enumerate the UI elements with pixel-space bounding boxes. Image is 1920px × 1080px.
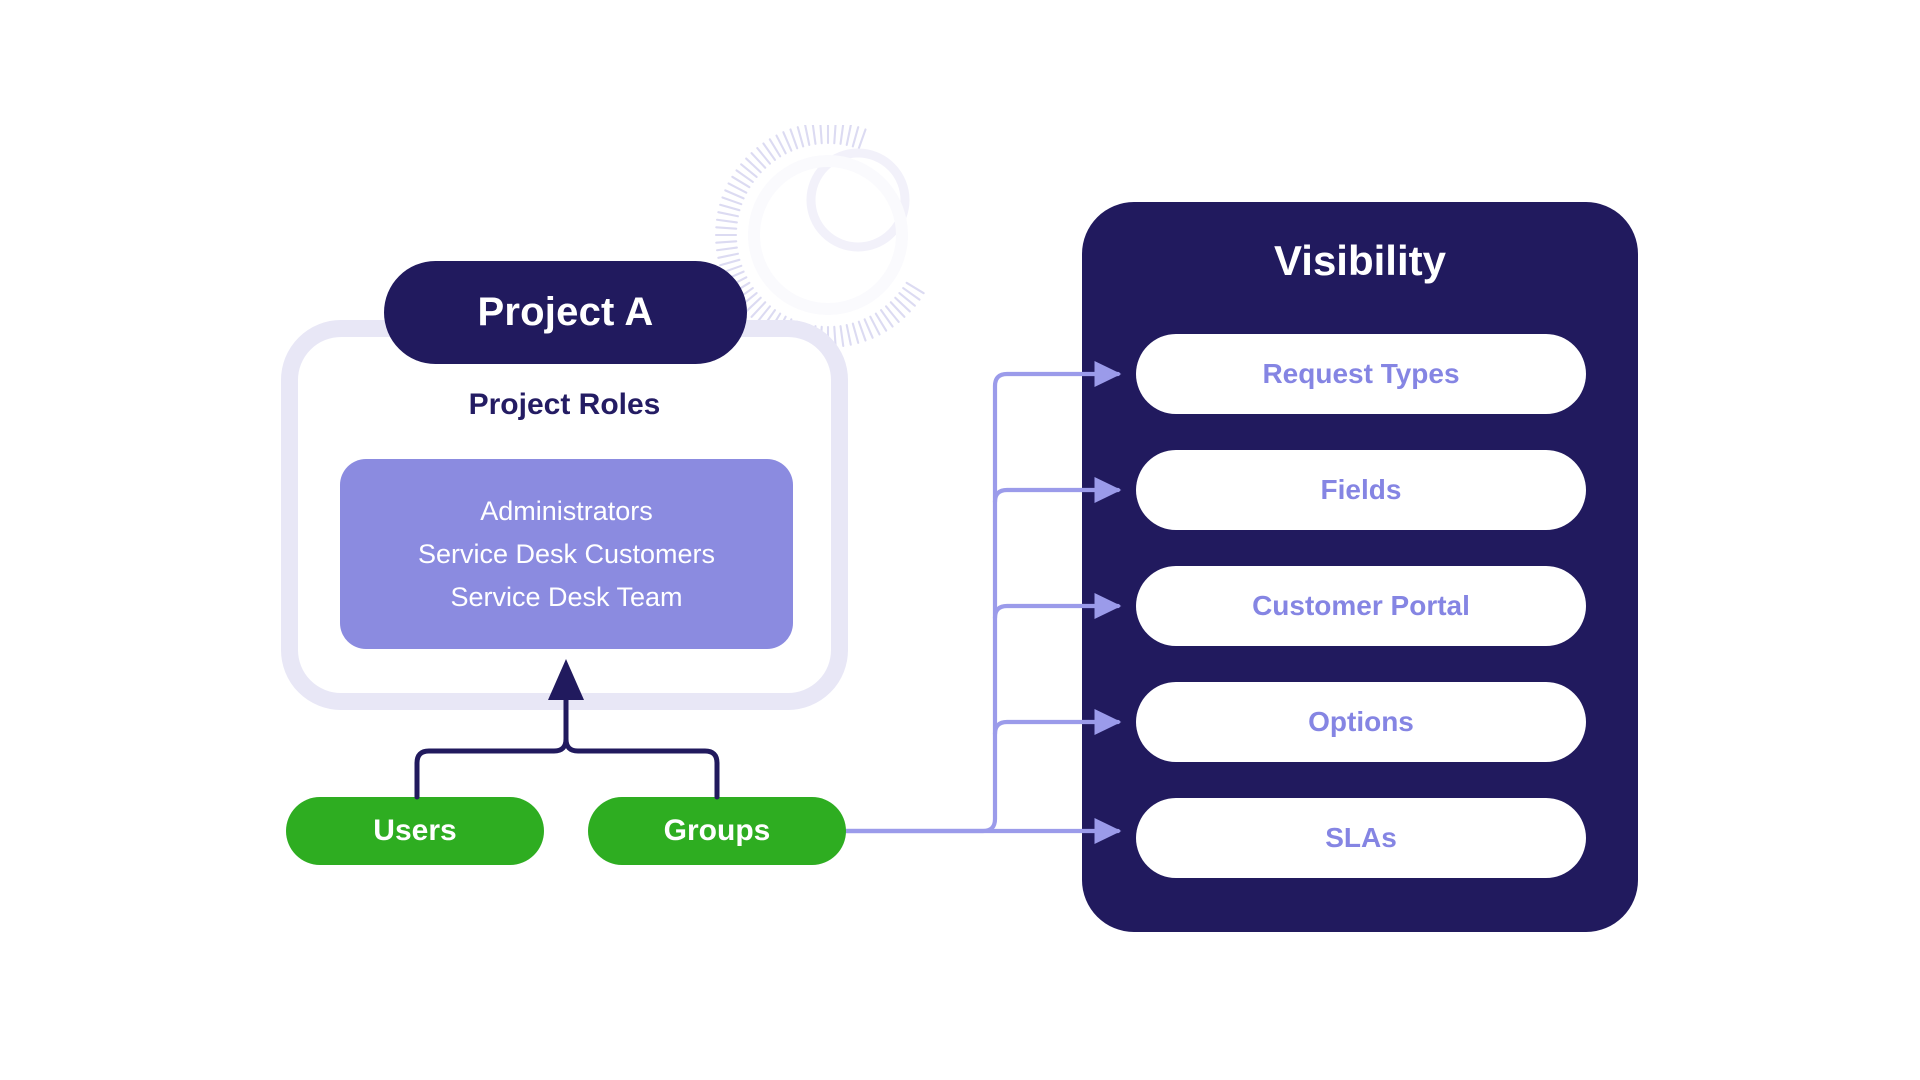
visibility-item-options[interactable]: Options bbox=[1136, 682, 1586, 762]
groups-label: Groups bbox=[663, 814, 771, 847]
project-roles-box: Administrators Service Desk Customers Se… bbox=[340, 459, 793, 649]
project-pill[interactable]: Project A bbox=[384, 261, 747, 364]
role-item: Administrators bbox=[480, 495, 653, 526]
role-item: Service Desk Team bbox=[450, 581, 683, 612]
project-roles-heading: Project Roles bbox=[468, 388, 661, 421]
visibility-item-slas[interactable]: SLAs bbox=[1136, 798, 1586, 878]
visibility-title: Visibility bbox=[1274, 237, 1446, 284]
groups-pill[interactable]: Groups bbox=[588, 797, 846, 865]
users-pill[interactable]: Users bbox=[286, 797, 544, 865]
visibility-item-label: Options bbox=[1308, 706, 1414, 737]
role-item: Service Desk Customers bbox=[417, 538, 716, 569]
visibility-item-label: Request Types bbox=[1262, 358, 1460, 389]
visibility-item-label: Fields bbox=[1320, 474, 1402, 505]
visibility-item-customer-portal[interactable]: Customer Portal bbox=[1136, 566, 1586, 646]
visibility-item-label: Customer Portal bbox=[1252, 590, 1470, 621]
visibility-item-label: SLAs bbox=[1325, 822, 1397, 853]
visibility-item-request-types[interactable]: Request Types bbox=[1136, 334, 1586, 414]
project-name-label: Project A bbox=[477, 290, 654, 334]
visibility-item-fields[interactable]: Fields bbox=[1136, 450, 1586, 530]
users-label: Users bbox=[373, 814, 457, 847]
